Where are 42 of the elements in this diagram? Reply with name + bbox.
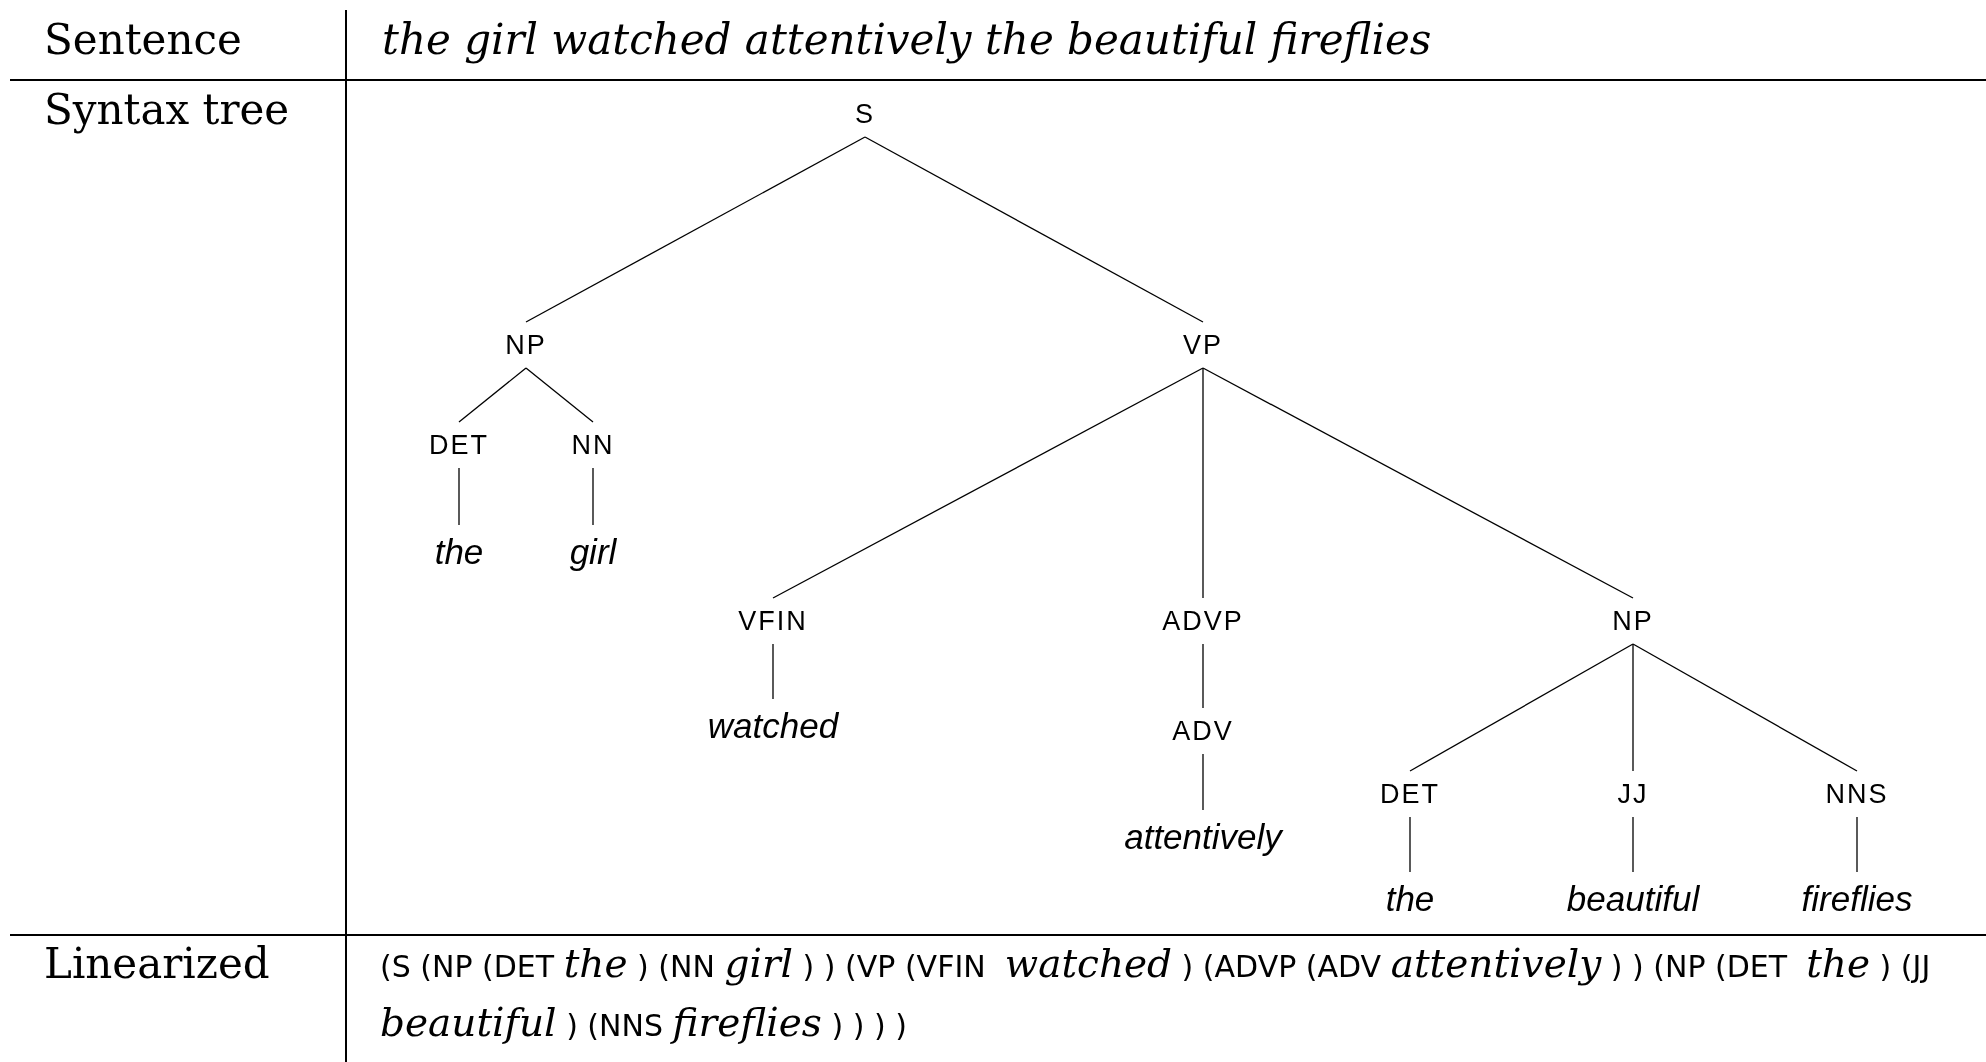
tree-branch bbox=[1202, 643, 1204, 709]
word-label: fireflies bbox=[1797, 872, 1917, 926]
word-label: the bbox=[430, 525, 488, 579]
tree-branch bbox=[1409, 816, 1411, 873]
tree-branch bbox=[525, 136, 866, 323]
tag-label: DET bbox=[1376, 771, 1444, 817]
tree-branch bbox=[772, 367, 1204, 599]
tag-label: NNS bbox=[1821, 771, 1893, 817]
tag-label: ADVP bbox=[1158, 598, 1248, 644]
tree-branch bbox=[525, 367, 594, 423]
row-header: Linearized bbox=[44, 938, 270, 990]
linearized-text: (S (NP (DET the ) (NN girl ) ) (VP (VFIN watched ) (ADVP (ADV attentively ) ) (NP (DET the ) (JJ beautiful ) (NNS fireflies ) ) ) ) bbox=[380, 940, 1932, 1047]
row-header: Sentence bbox=[44, 14, 242, 66]
tree-branch bbox=[1409, 643, 1634, 772]
tree-branch bbox=[1202, 367, 1204, 599]
tag-label: NN bbox=[567, 422, 619, 468]
word-label: girl bbox=[565, 525, 621, 579]
tag-label: VP bbox=[1179, 322, 1227, 368]
tag-label: NP bbox=[501, 322, 551, 368]
tree-branch bbox=[864, 136, 1204, 323]
tag-label: S bbox=[851, 91, 879, 137]
word-label: beautiful bbox=[1562, 872, 1704, 926]
tree-branch bbox=[1202, 753, 1204, 811]
tag-label: NP bbox=[1608, 598, 1658, 644]
tree-branch bbox=[458, 367, 527, 423]
word-label: watched bbox=[703, 699, 843, 753]
tree-branch bbox=[592, 467, 594, 526]
tag-label: DET bbox=[425, 422, 493, 468]
word-label: the bbox=[1381, 872, 1439, 926]
sentence-text: the girl watched attentively the beautiful fireflies bbox=[382, 14, 1432, 66]
tag-label: JJ bbox=[1613, 771, 1653, 817]
tree-branch bbox=[1632, 643, 1634, 772]
tree-branch bbox=[1856, 816, 1858, 873]
tag-label: VFIN bbox=[734, 598, 812, 644]
tag-label: ADV bbox=[1168, 708, 1238, 754]
tree-branch bbox=[1202, 367, 1634, 599]
tree-branch bbox=[1632, 816, 1634, 873]
row-header: Syntax tree bbox=[44, 84, 290, 136]
tree-branch bbox=[772, 643, 774, 700]
tree-branch bbox=[458, 467, 460, 526]
tree-branch bbox=[1632, 643, 1858, 772]
word-label: attentively bbox=[1120, 810, 1286, 864]
